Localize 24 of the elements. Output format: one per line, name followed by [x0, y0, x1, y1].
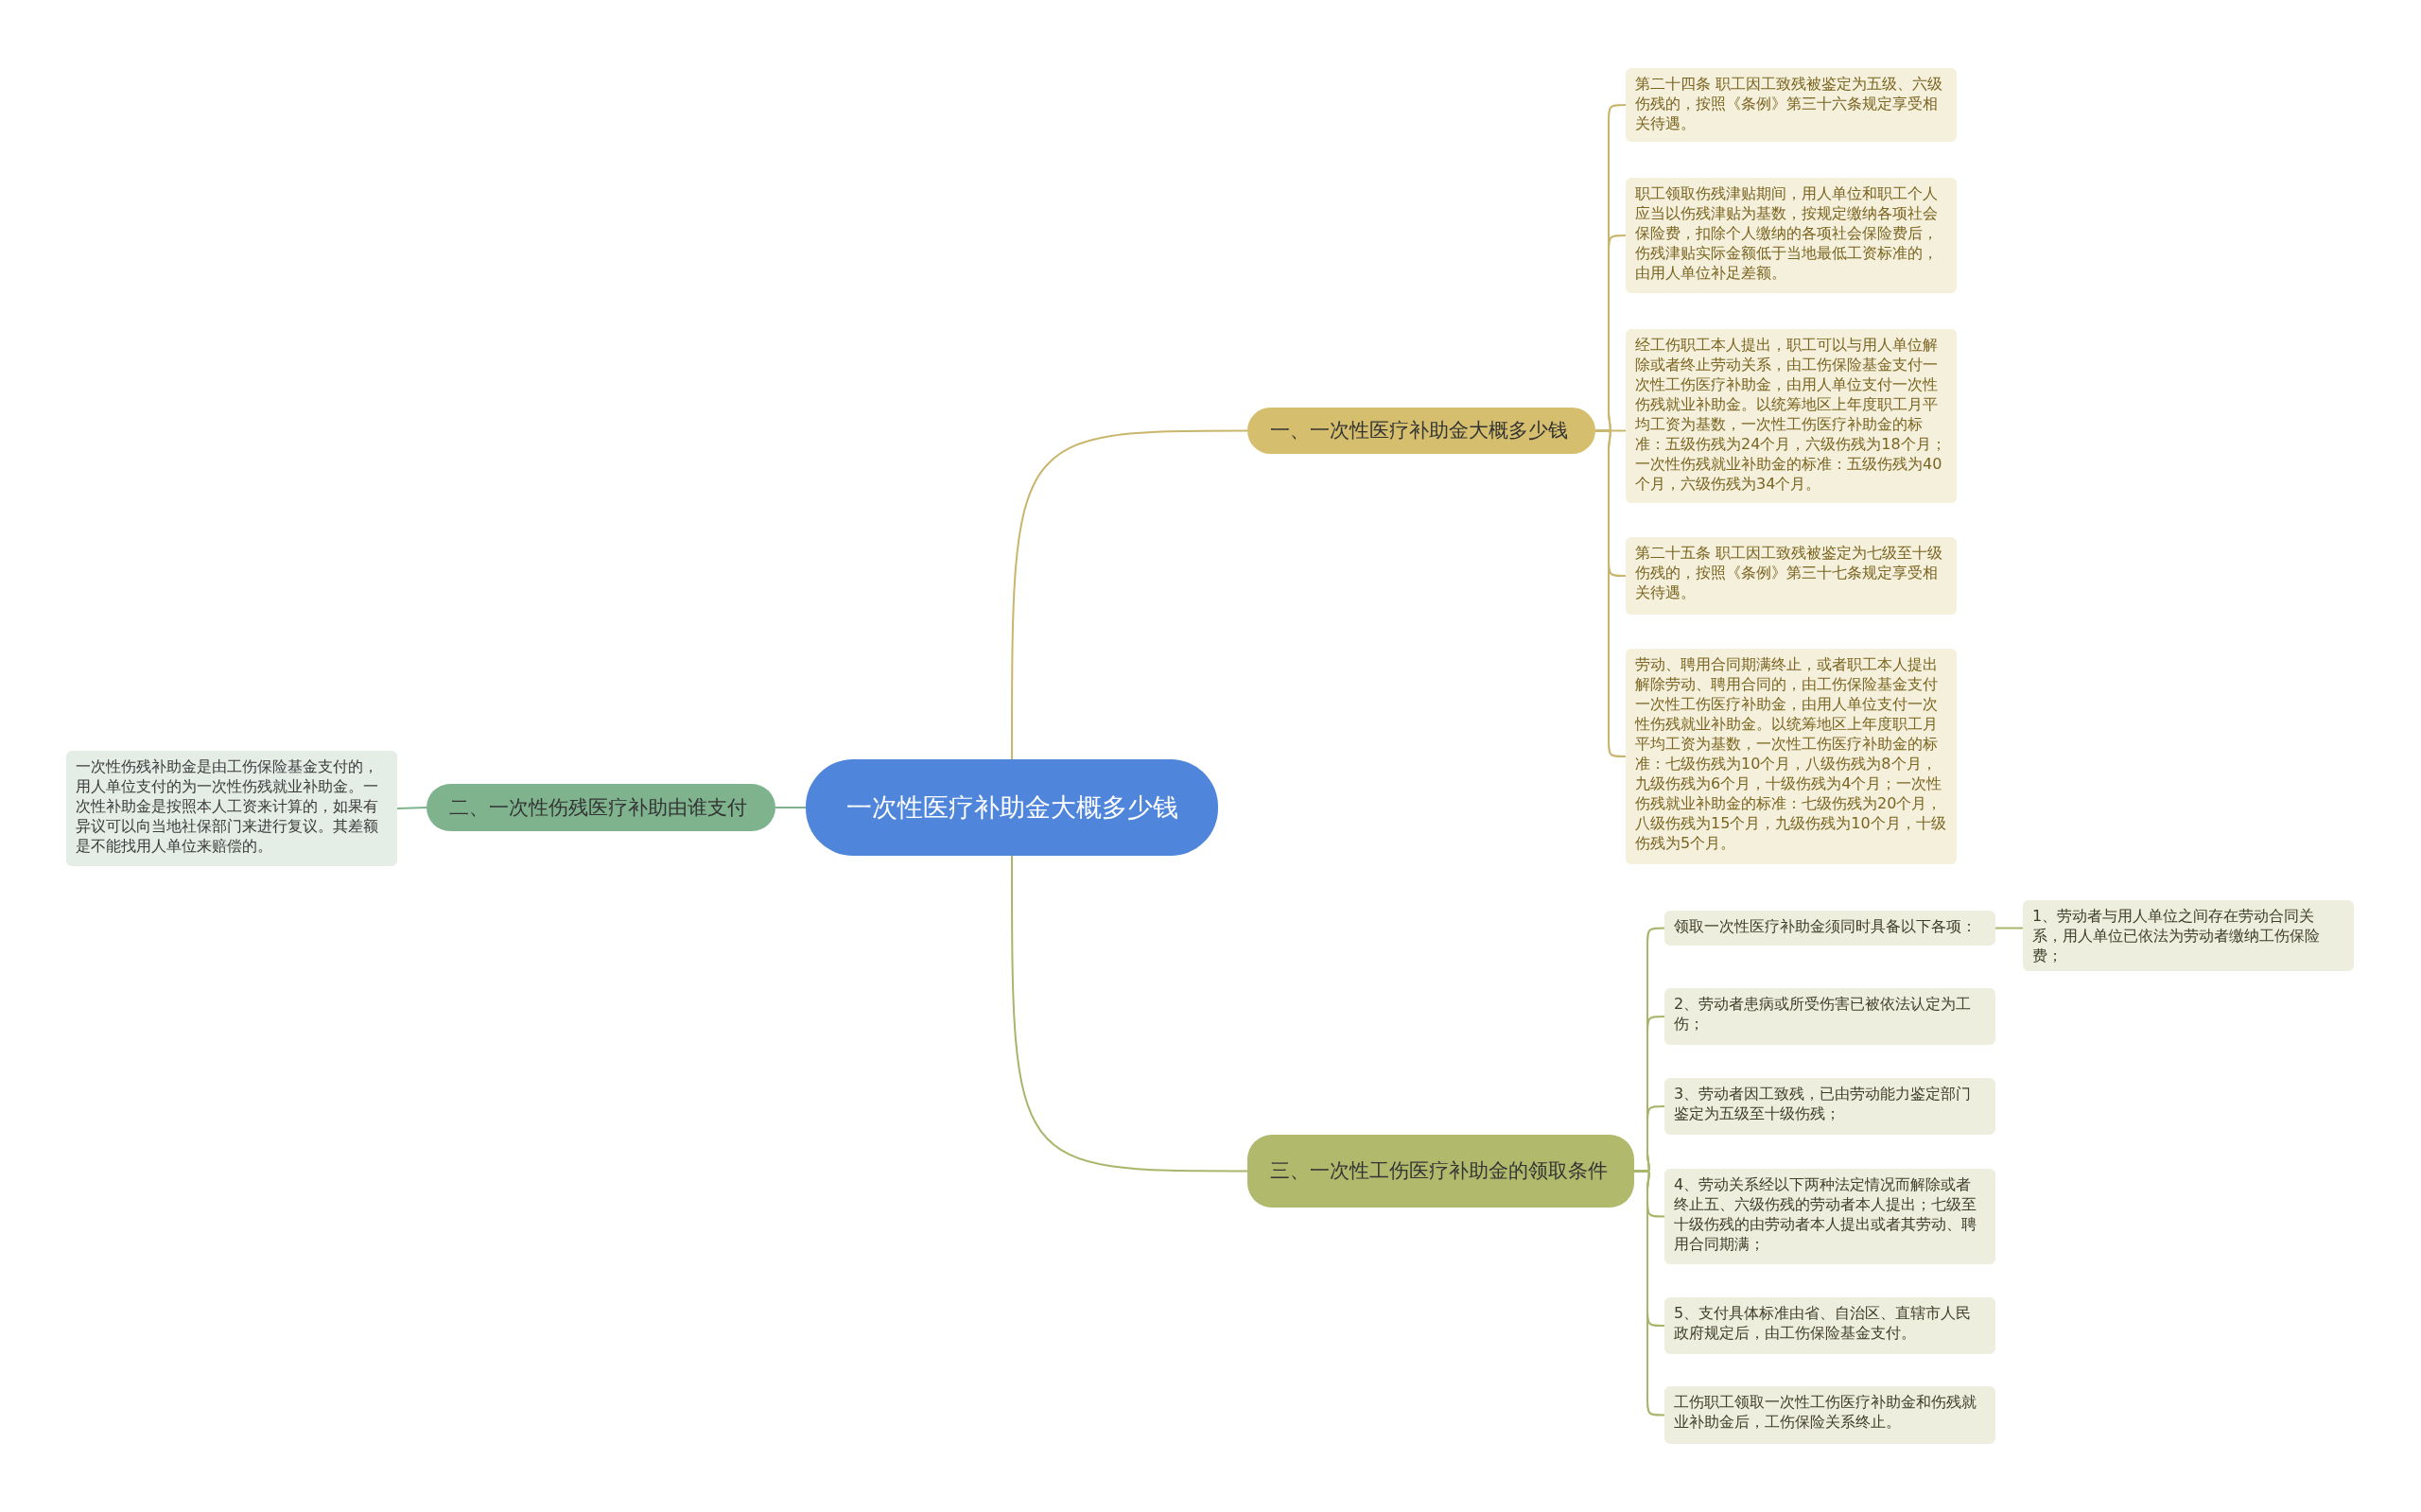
note-card: 职工领取伤残津贴期间，用人单位和职工个人应当以伤残津贴为基数，按规定缴纳各项社会保险费，扣除个人缴纳的各项社会保险费后，伤残津贴实际金额低于当地最低工资标准的，由用人单位补足差额。: [1626, 178, 1957, 293]
connector-line: [1633, 1170, 1665, 1416]
note-card: 第二十五条 职工因工致残被鉴定为七级至十级伤残的，按照《条例》第三十七条规定享受相关待遇。: [1626, 537, 1957, 615]
note-card: 劳动、聘用合同期满终止，或者职工本人提出解除劳动、聘用合同的，由工伤保险基金支付一次性工伤医疗补助金，由用人单位支付一次性伤残就业补助金。以统筹地区上年度职工月平均工资为基数，一次性工伤医疗补助金的标准：七级伤残为10个月，八级伤残为8个月，九级伤残为6个月，十级伤残为4个月；一次性伤残就业补助金的标准：七级伤残为20个月，八级伤残为15个月，九级伤残为10个月，十级伤残为5个月。: [1626, 649, 1957, 864]
branch-topic: 二、一次性伤残医疗补助由谁支付: [427, 784, 775, 831]
connector-line: [1594, 429, 1627, 757]
connector-line: [775, 807, 807, 808]
connector-line: [1011, 429, 1248, 760]
connector-line: [396, 807, 427, 809]
note-card: 第二十四条 职工因工致残被鉴定为五级、六级伤残的，按照《条例》第三十六条规定享受相关待遇。: [1626, 68, 1957, 142]
note-card: 1、劳动者与用人单位之间存在劳动合同关系，用人单位已依法为劳动者缴纳工伤保险费；: [2023, 900, 2354, 971]
note-card: 领取一次性医疗补助金须同时具备以下各项：: [1664, 911, 1995, 946]
connector-line: [1011, 855, 1248, 1173]
note-card: 5、支付具体标准由省、自治区、直辖市人民政府规定后，由工伤保险基金支付。: [1664, 1297, 1995, 1354]
note-card: 经工伤职工本人提出，职工可以与用人单位解除或者终止劳动关系，由工伤保险基金支付一次性工伤医疗补助金，由用人单位支付一次性伤残就业补助金。以统筹地区上年度职工月平均工资为基数，一次性工伤医疗补助金的标准：五级伤残为24个月，六级伤残为18个月；一次性伤残就业补助金的标准：五级伤残为40个月，六级伤残为34个月。: [1626, 329, 1957, 503]
branch-topic: 三、一次性工伤医疗补助金的领取条件: [1247, 1135, 1634, 1208]
note-card: 3、劳动者因工致残，已由劳动能力鉴定部门鉴定为五级至十级伤残；: [1664, 1078, 1995, 1135]
connector-line: [1994, 927, 2024, 930]
branch-topic: 一、一次性医疗补助金大概多少钱: [1247, 408, 1595, 454]
note-card: 4、劳动关系经以下两种法定情况而解除或者终止五、六级伤残的劳动者本人提出；七级至十级伤残的由劳动者本人提出或者其劳动、聘用合同期满；: [1664, 1169, 1995, 1264]
note-card: 一次性伤残补助金是由工伤保险基金支付的，用人单位支付的为一次性伤残就业补助金。一次性补助金是按照本人工资来计算的，如果有异议可以向当地社保部门来进行复议。其差额是不能找用人单位来赔偿的。: [66, 751, 397, 866]
note-card: 工伤职工领取一次性工伤医疗补助金和伤残就业补助金后，工伤保险关系终止。: [1664, 1386, 1995, 1444]
central-topic: 一次性医疗补助金大概多少钱: [806, 759, 1218, 856]
note-card: 2、劳动者患病或所受伤害已被依法认定为工伤；: [1664, 988, 1995, 1045]
